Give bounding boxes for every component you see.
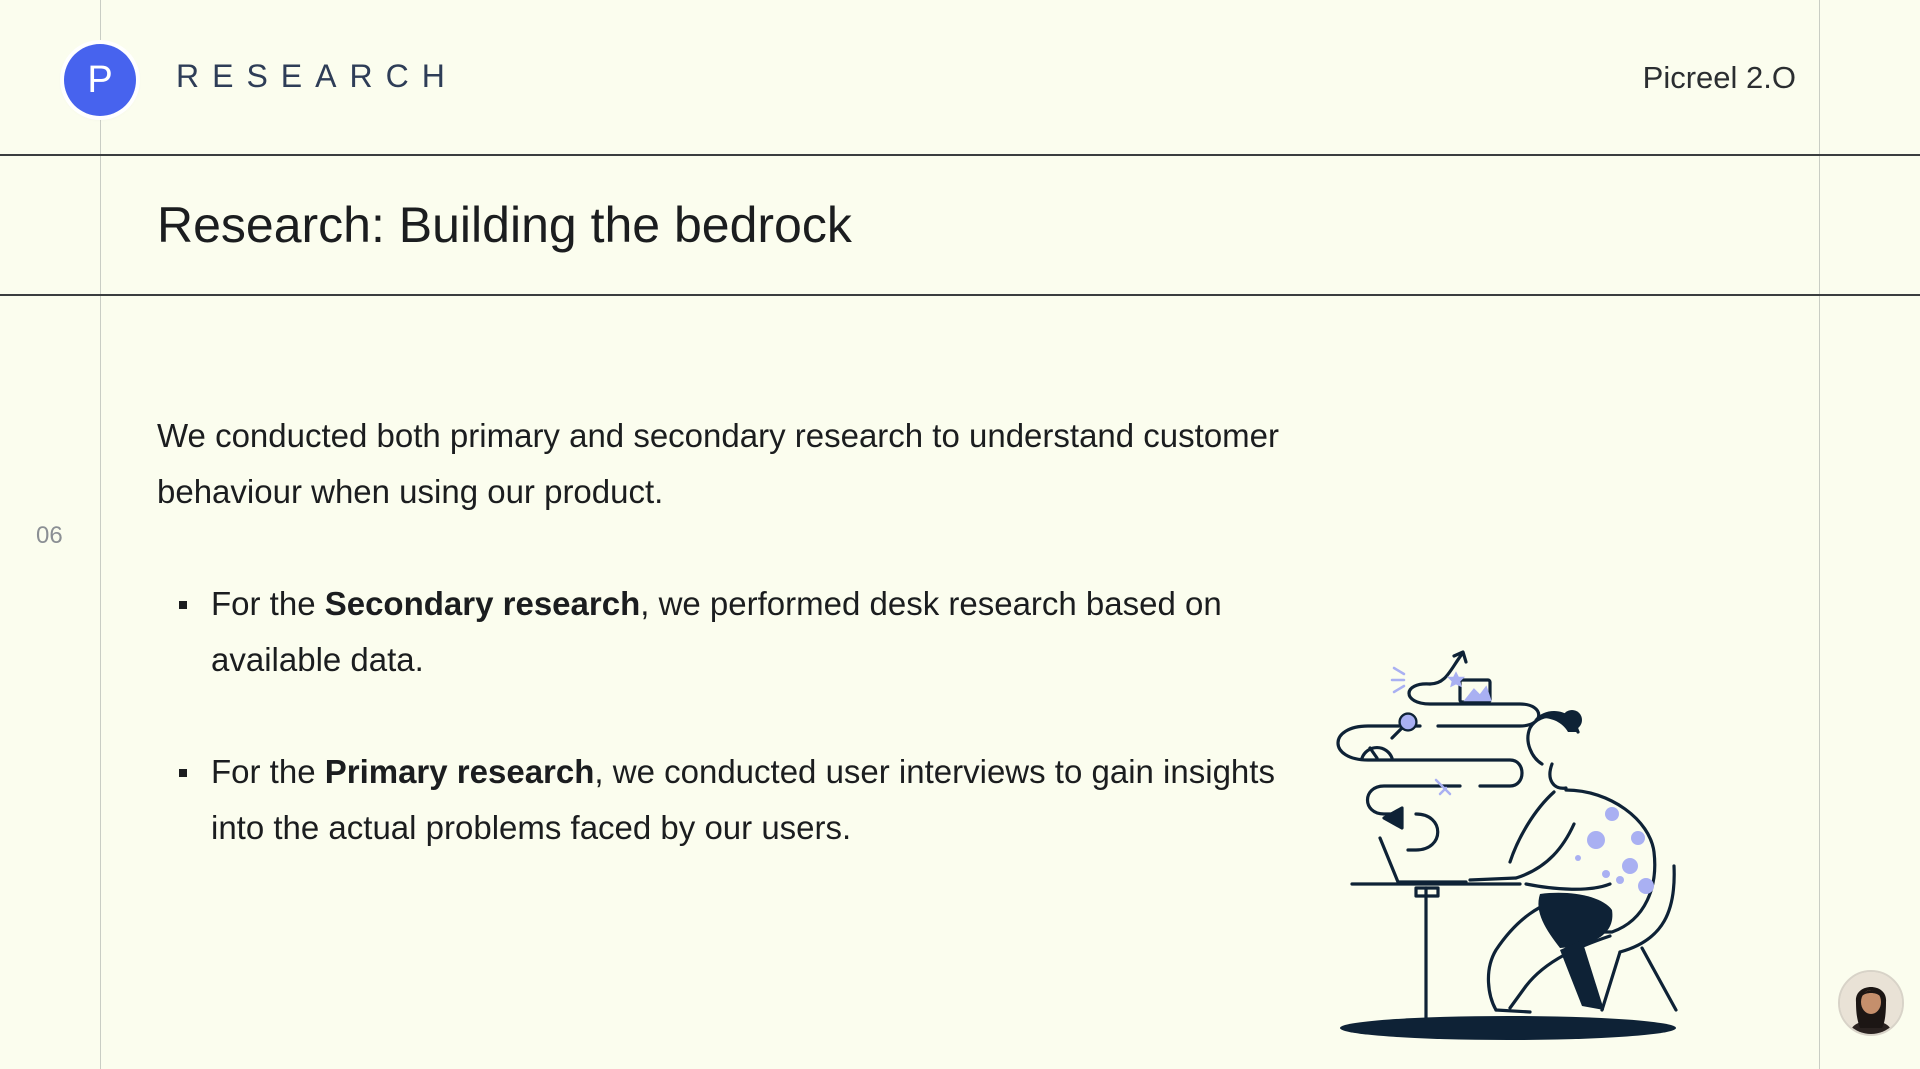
brand-label: Picreel 2.O [1642, 60, 1796, 95]
bullet-bold-term: Primary research [324, 753, 595, 790]
bullet-suffix: , we performed desk research based on av… [211, 585, 1222, 678]
avatar-portrait-icon [1840, 972, 1902, 1034]
page-number: 06 [36, 522, 63, 549]
person-at-laptop-illustration [1336, 650, 1678, 1040]
bullet-marker [179, 769, 187, 777]
bullet-marker [179, 601, 187, 609]
logo-badge: P [64, 44, 136, 116]
left-grid-line [100, 0, 101, 1069]
bullet-suffix: , we conducted user interviews to gain i… [211, 753, 1275, 846]
header-divider [0, 154, 1920, 156]
research-bullet-list: For the Secondary research, we performed… [157, 576, 1307, 912]
bullet-secondary-research: For the Secondary research, we performed… [157, 576, 1307, 688]
title-divider [0, 294, 1920, 296]
bullet-prefix: For the [211, 585, 325, 622]
page-title: Research: Building the bedrock [157, 197, 852, 253]
intro-paragraph: We conducted both primary and secondary … [157, 417, 1279, 510]
right-grid-line [1819, 0, 1820, 1069]
bullet-prefix: For the [211, 753, 325, 790]
user-avatar [1838, 970, 1904, 1036]
bullet-primary-research: For the Primary research, we conducted u… [157, 744, 1307, 856]
section-label: RESEARCH [176, 58, 458, 94]
bullet-bold-term: Secondary research [324, 585, 641, 622]
